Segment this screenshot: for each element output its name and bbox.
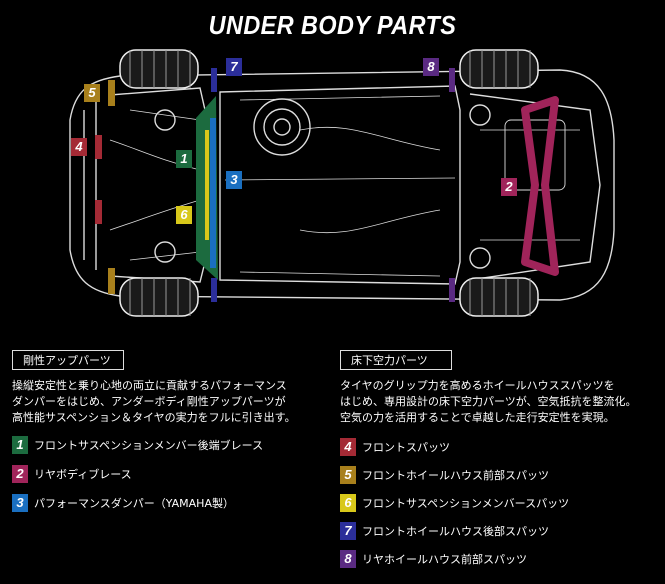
legend-badge-7: 7 xyxy=(340,522,356,540)
legend-item-4: 4 フロントスパッツ xyxy=(340,438,450,456)
legend-label-2: リヤボディブレース xyxy=(34,468,132,481)
diagram-badge-5: 5 xyxy=(84,84,100,102)
diagram-badge-7: 7 xyxy=(226,58,242,76)
legend-item-7: 7 フロントホイールハウス後部スパッツ xyxy=(340,522,549,540)
legend-badge-1: 1 xyxy=(12,436,28,454)
legend-badge-3: 3 xyxy=(12,494,28,512)
diagram-badge-6: 6 xyxy=(176,206,192,224)
diagram-badge-8: 8 xyxy=(423,58,439,76)
right-section-heading: 床下空力パーツ xyxy=(340,350,452,370)
legend-item-6: 6 フロントサスペンションメンバースパッツ xyxy=(340,494,569,512)
legend-label-5: フロントホイールハウス前部スパッツ xyxy=(362,469,549,482)
page-title: UNDER BODY PARTS xyxy=(208,10,457,40)
legend-label-8: リヤホイールハウス前部スパッツ xyxy=(362,553,527,566)
diagram-badge-2: 2 xyxy=(501,178,517,196)
right-section-description: タイヤのグリップ力を高めるホイールハウススパッツを はじめ、専用設計の床下空力パ… xyxy=(340,379,637,424)
left-section-heading: 剛性アップパーツ xyxy=(12,350,124,370)
legend-item-1: 1 フロントサスペンションメンバー後端ブレース xyxy=(12,436,263,454)
underbody-diagram xyxy=(69,49,615,317)
left-section-description: 操縦安定性と乗り心地の両立に貢献するパフォーマンス ダンパーをはじめ、アンダーボ… xyxy=(12,379,296,424)
legend-item-8: 8 リヤホイールハウス前部スパッツ xyxy=(340,550,527,568)
legend-item-2: 2 リヤボディブレース xyxy=(12,465,132,483)
legend-label-4: フロントスパッツ xyxy=(362,441,450,454)
legend-badge-2: 2 xyxy=(12,465,28,483)
legend-item-3: 3 パフォーマンスダンパー（YAMAHA製） xyxy=(12,494,234,512)
legend-label-1: フロントサスペンションメンバー後端ブレース xyxy=(34,439,264,452)
legend-item-5: 5 フロントホイールハウス前部スパッツ xyxy=(340,466,549,484)
diagram-badge-4: 4 xyxy=(71,138,87,156)
legend-label-3: パフォーマンスダンパー（YAMAHA製） xyxy=(34,497,234,510)
legend-label-7: フロントホイールハウス後部スパッツ xyxy=(362,525,549,538)
legend-badge-4: 4 xyxy=(340,438,356,456)
legend-badge-8: 8 xyxy=(340,550,356,568)
legend-badge-6: 6 xyxy=(340,494,356,512)
diagram-badge-1: 1 xyxy=(176,150,192,168)
legend-label-6: フロントサスペンションメンバースパッツ xyxy=(362,497,570,510)
diagram-badge-3: 3 xyxy=(226,171,242,189)
legend-badge-5: 5 xyxy=(340,466,356,484)
